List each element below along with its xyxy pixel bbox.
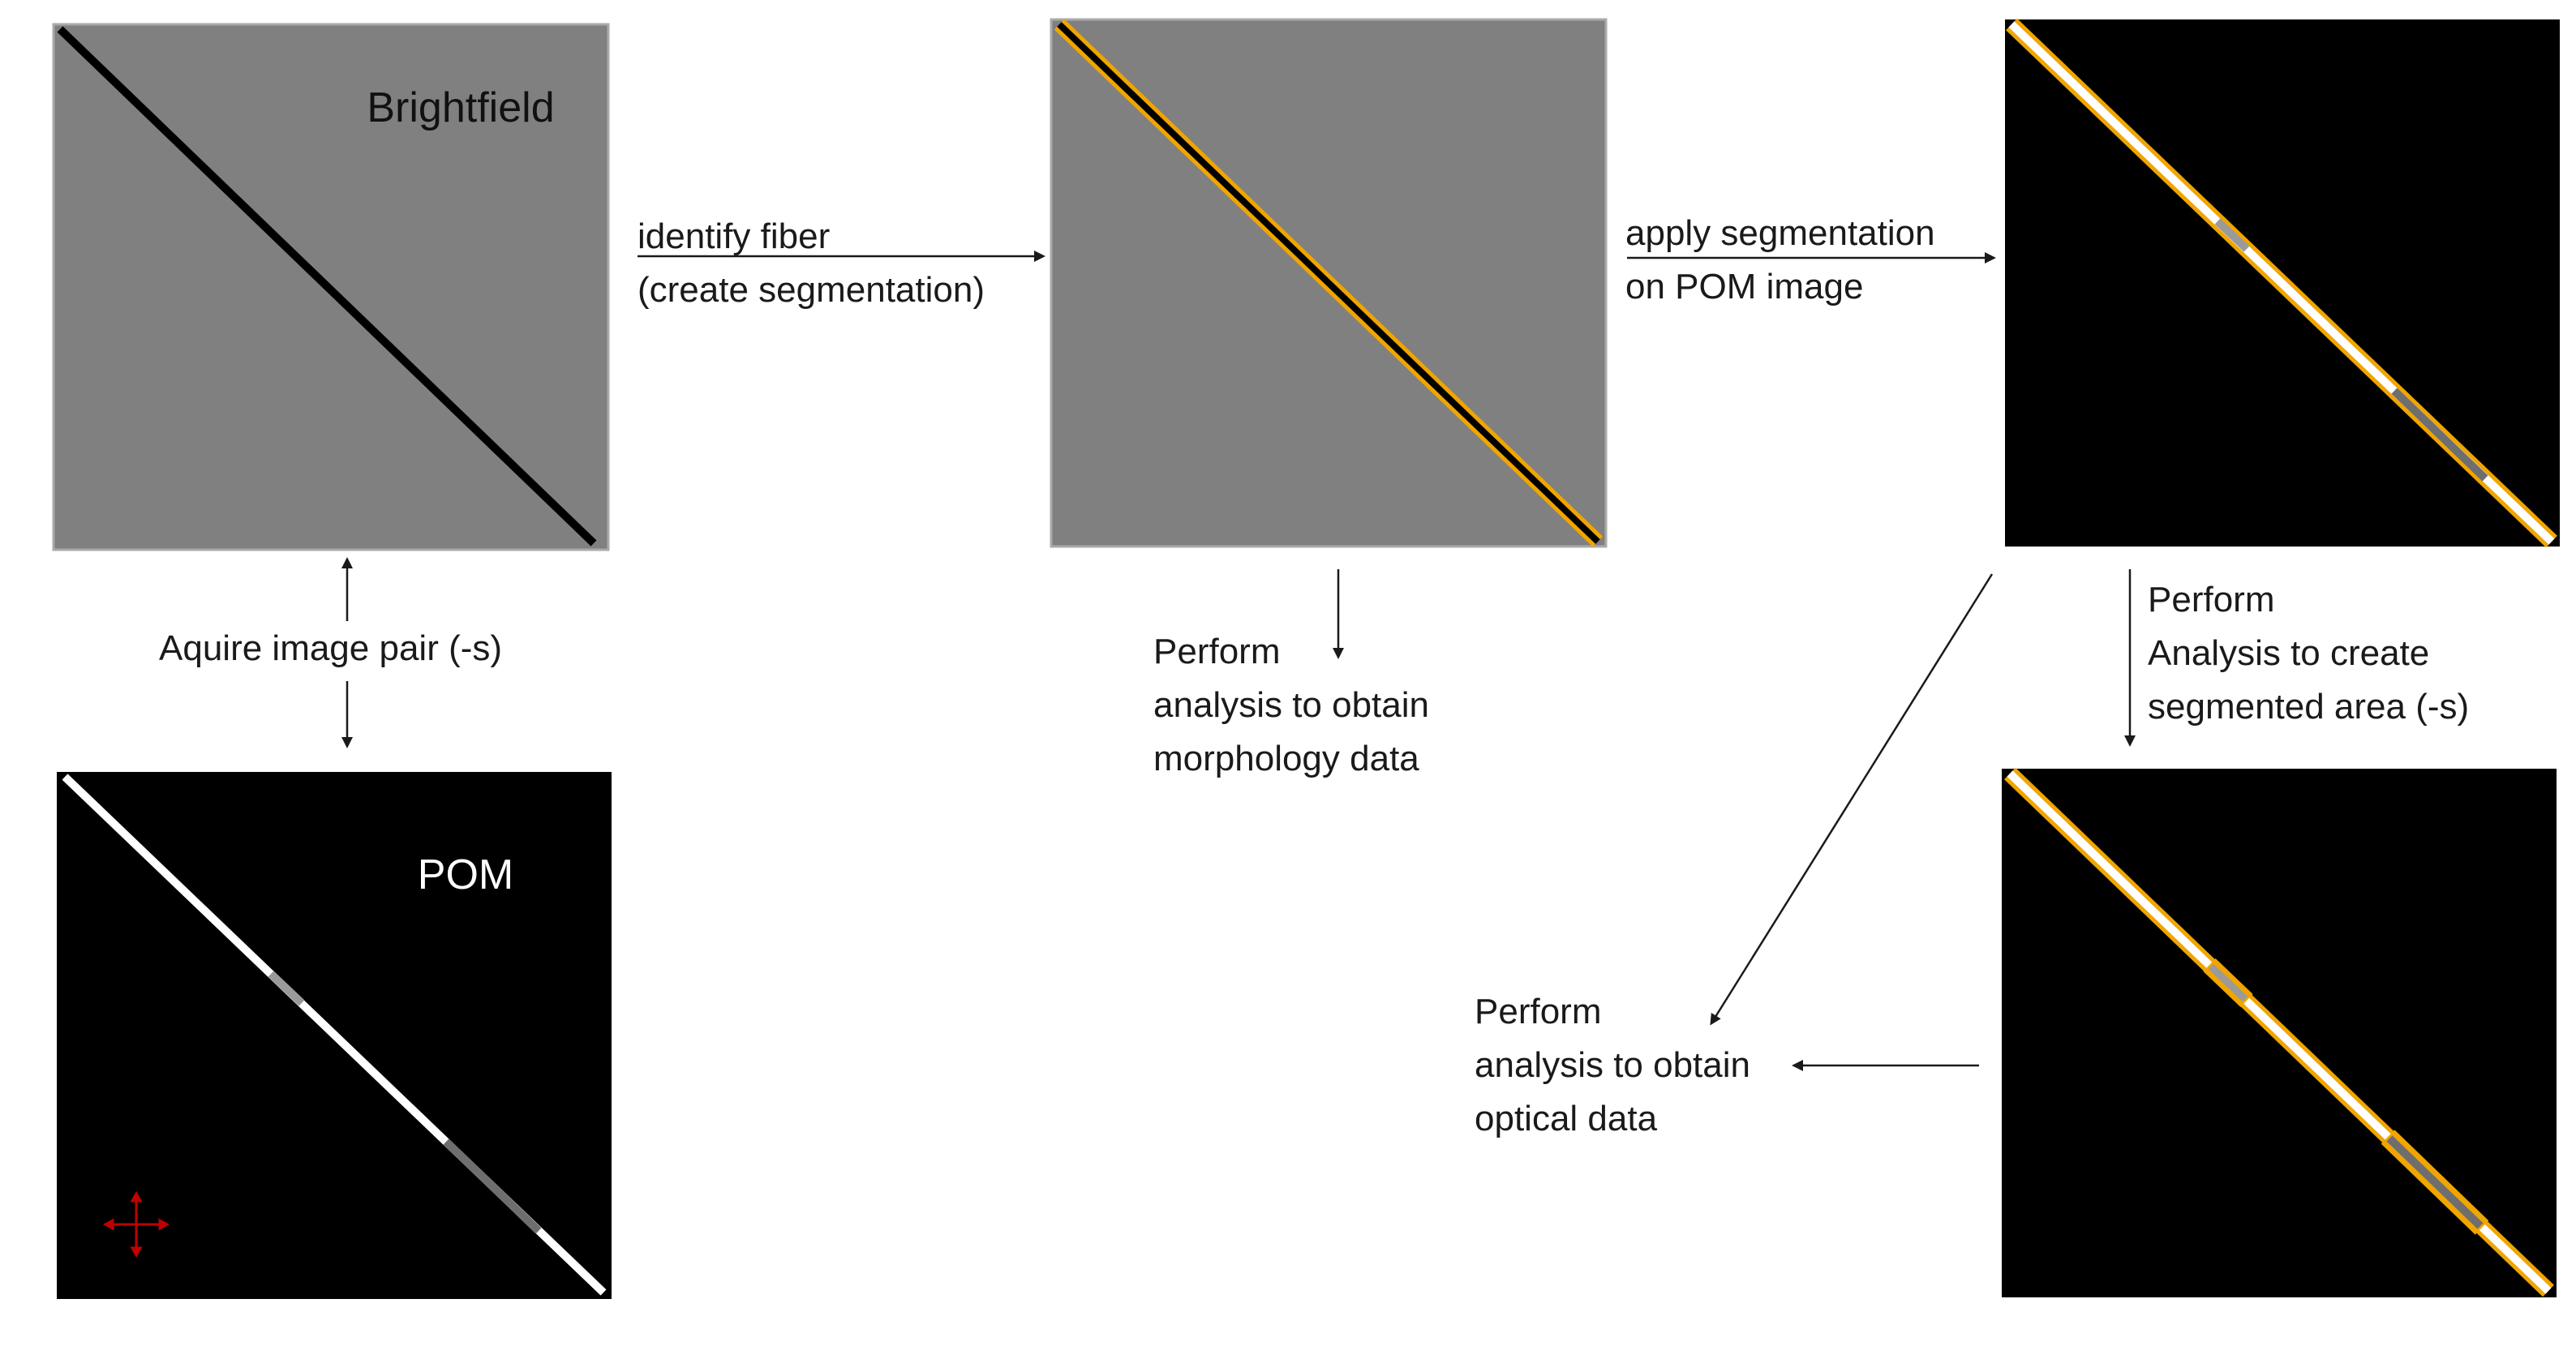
acquire-image-pair-label: Aquire image pair (-s) — [159, 628, 502, 668]
brightfield-title: Brightfield — [367, 84, 554, 131]
apply-segmentation-label: apply segmentation on POM image — [1625, 213, 1945, 307]
segmented-pom-panel — [2005, 18, 2560, 548]
pom-panel: POM — [57, 772, 612, 1299]
fiber-mid-segment — [2214, 218, 2250, 252]
pom-title: POM — [418, 851, 513, 898]
optical-analysis-label: Perform analysis to obtain optical data — [1475, 992, 1760, 1138]
segmented-area-analysis-label: Perform Analysis to create segmented are… — [2148, 580, 2469, 727]
fiber-dim-segment — [443, 1138, 542, 1234]
segmented-area-panel — [2002, 767, 2557, 1297]
fiber-dark-line — [57, 26, 597, 547]
segmented-brightfield-panel — [1050, 18, 1608, 548]
identify-fiber-label: identify fiber (create segmentation) — [638, 216, 985, 310]
brightfield-panel: Brightfield — [52, 23, 610, 551]
fiber-mid-segment — [2208, 963, 2248, 1002]
fiber-dark-line — [1057, 22, 1600, 544]
arrow-to-optical-diagonal — [1710, 573, 1994, 1026]
fiber-dim-segment — [2386, 1135, 2484, 1229]
fiber-dim-segment — [2391, 388, 2488, 482]
fiber-mid-segment — [268, 971, 305, 1006]
morphology-analysis-label: Perform analysis to obtain morphology da… — [1153, 632, 1439, 778]
red-crosshair-icon — [102, 1190, 170, 1258]
